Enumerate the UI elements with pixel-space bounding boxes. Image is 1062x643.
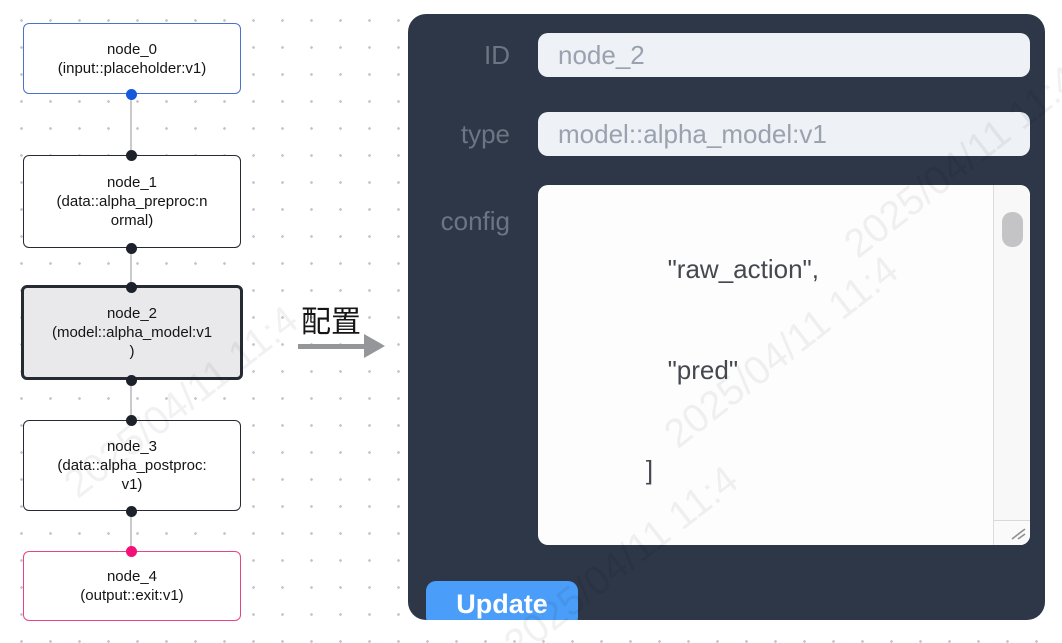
node-subtitle: (input::placeholder:v1) (57, 59, 207, 77)
node-subtitle: ormal) (110, 212, 154, 229)
node-subtitle: (data::alpha_preproc:n (56, 193, 208, 210)
node-title: node_1 (106, 174, 158, 191)
node-subtitle: (output::exit:v1) (80, 587, 184, 604)
id-field-label: ID (484, 40, 510, 70)
port-node_1-out[interactable] (126, 242, 137, 254)
config-scrollbar-thumb[interactable] (1002, 212, 1023, 247)
config-scrollbar-corner (994, 520, 1030, 545)
node-title: node_0 (106, 40, 158, 58)
node-node_1[interactable]: node_1 (data::alpha_preproc:n ormal) (23, 155, 241, 248)
configure-arrow-icon (298, 334, 385, 358)
id-input[interactable] (538, 33, 1030, 77)
node-title: node_2 (106, 305, 158, 322)
resize-handle-icon[interactable] (1009, 526, 1027, 541)
edge-node1-node2 (130, 248, 132, 287)
config-scrollbar-track[interactable] (993, 185, 1030, 545)
node-subtitle: v1) (121, 476, 143, 493)
node-config-panel: ID type config "raw_action", "pred" ] },… (408, 14, 1045, 620)
port-node_3-in[interactable] (126, 414, 137, 426)
edge-node0-node1 (130, 94, 132, 155)
node-title: node_4 (106, 568, 158, 585)
port-node_2-in[interactable] (126, 281, 137, 293)
node-subtitle: ) (129, 343, 135, 360)
update-button[interactable]: Update (426, 581, 578, 620)
type-input[interactable] (538, 112, 1030, 156)
node-subtitle: (model::alpha_model:v1 (51, 324, 213, 341)
config-textarea[interactable]: "raw_action", "pred" ] }, "trace": { "sc… (538, 185, 1030, 545)
config-field-label: config (440, 206, 510, 236)
edge-node3-node4 (130, 511, 132, 551)
port-node_4-in[interactable] (126, 545, 137, 557)
edge-node2-node3 (130, 380, 132, 420)
config-json-text: "raw_action", "pred" ] }, "trace": { "sc… (552, 254, 819, 485)
port-node_3-out[interactable] (126, 505, 137, 517)
node-node_2-selected[interactable]: node_2 (model::alpha_model:v1 ) (21, 285, 243, 380)
port-node_2-out[interactable] (126, 374, 137, 386)
port-node_0-out[interactable] (126, 88, 137, 100)
node-node_4[interactable]: node_4 (output::exit:v1) (23, 551, 241, 621)
configure-annotation-label: 配置 (301, 306, 361, 339)
node-title: node_3 (106, 438, 158, 455)
node-subtitle: (data::alpha_postproc: (57, 457, 207, 474)
port-node_1-in[interactable] (126, 149, 137, 161)
node-node_0[interactable]: node_0 (input::placeholder:v1) (23, 23, 241, 94)
type-field-label: type (460, 119, 510, 149)
node-node_3[interactable]: node_3 (data::alpha_postproc: v1) (23, 420, 241, 511)
